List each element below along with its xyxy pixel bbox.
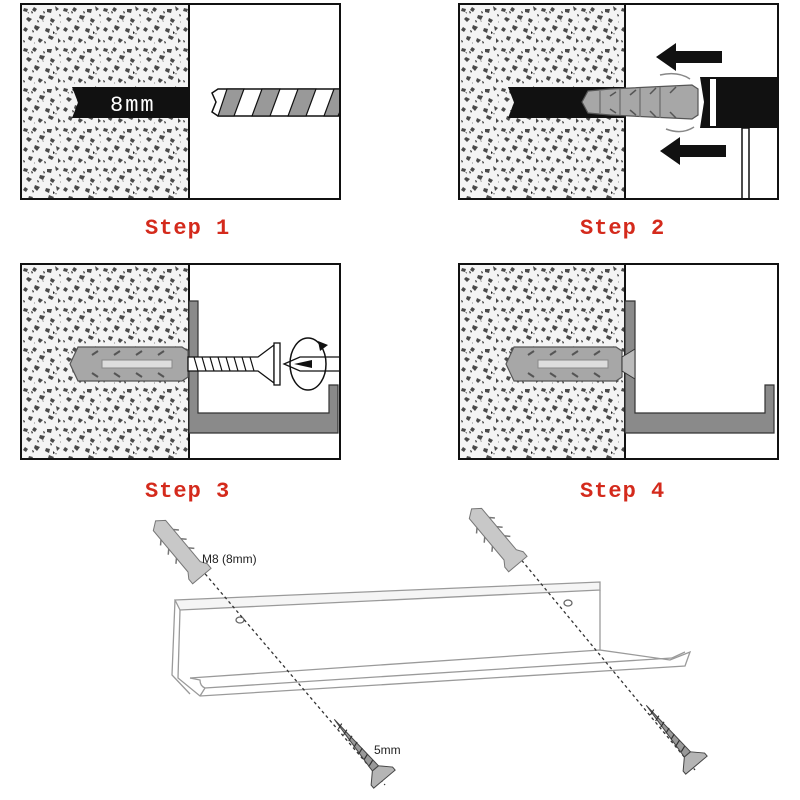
- drill-bit-icon: [211, 88, 339, 117]
- guide-line: [177, 541, 386, 786]
- anchor-size-label: M8 (8mm): [202, 552, 257, 566]
- drilled-hole: [72, 87, 189, 118]
- guide-line: [494, 527, 696, 771]
- step-3-illustration: [22, 265, 339, 458]
- step-4-panel: [458, 263, 779, 460]
- step-4-label: Step 4: [580, 479, 666, 504]
- acrylic-shelf: [171, 581, 692, 697]
- rotate-arrow-icon: [289, 337, 327, 391]
- wall-anchor-icon: [152, 519, 212, 585]
- wall-anchor-icon: [69, 346, 189, 382]
- screw-icon: [333, 719, 396, 789]
- step-2-panel: [458, 3, 779, 200]
- step-2-illustration: [460, 5, 777, 198]
- step-1-label: Step 1: [145, 216, 231, 241]
- step-1-illustration: 8mm: [22, 5, 339, 198]
- arrow-left-icon: [656, 43, 722, 71]
- shelf-bracket: [188, 300, 339, 434]
- wall-anchor-icon: [581, 84, 699, 120]
- drill-size-label: 8mm: [110, 93, 156, 118]
- wall-anchor-icon: [468, 507, 528, 573]
- step-4-illustration: [460, 265, 775, 458]
- step-3-label: Step 3: [145, 479, 231, 504]
- wall-anchor-icon: [505, 346, 623, 382]
- screw-head: [621, 348, 636, 380]
- step-2-label: Step 2: [580, 216, 666, 241]
- screwdriver-icon: [282, 337, 339, 391]
- step-3-panel: [20, 263, 341, 460]
- arrow-left-icon: [660, 137, 726, 165]
- screw-size-label: 5mm: [374, 743, 401, 757]
- screw-icon: [187, 342, 281, 386]
- hammer-icon: [700, 77, 777, 198]
- shelf-overview-illustration: M8 (8mm) 5mm: [152, 507, 708, 789]
- step-1-panel: 8mm: [20, 3, 341, 200]
- screw-icon: [645, 705, 708, 775]
- shelf-bracket: [624, 300, 775, 434]
